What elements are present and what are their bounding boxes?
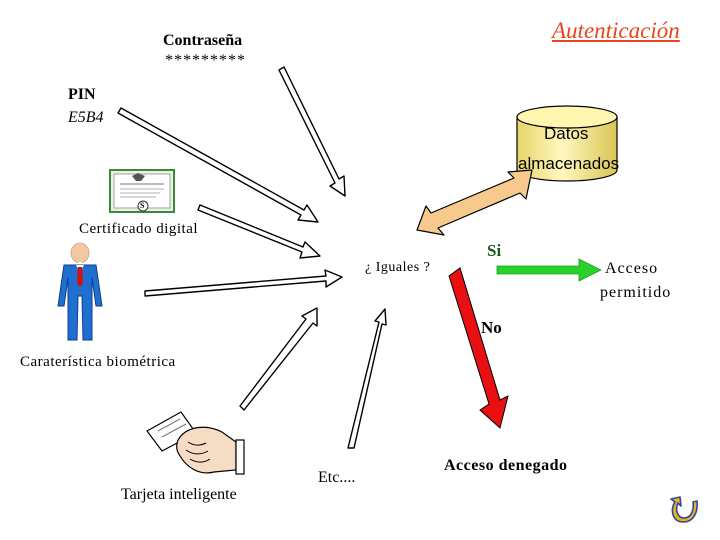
return-icon[interactable] bbox=[668, 496, 702, 524]
certificate-seal: S bbox=[140, 201, 145, 210]
input-arrows bbox=[117, 66, 387, 449]
stored-data-line1: Datos bbox=[544, 124, 589, 143]
access-denied-label: Acceso denegado bbox=[444, 457, 568, 474]
yes-label: Si bbox=[487, 241, 502, 260]
no-label: No bbox=[481, 318, 502, 337]
stored-data-line2: almacenados bbox=[518, 154, 620, 173]
hand-card-icon bbox=[146, 411, 245, 475]
double-arrow bbox=[416, 169, 533, 236]
password-label: Contraseña bbox=[163, 32, 243, 49]
person-icon bbox=[57, 242, 103, 341]
smartcard-arrow bbox=[239, 307, 318, 411]
pin-value: E5B4 bbox=[68, 109, 104, 126]
no-arrow bbox=[448, 267, 509, 429]
pin-label: PIN bbox=[68, 86, 96, 103]
access-granted-line2: permitido bbox=[600, 284, 672, 301]
smartcard-label: Tarjeta inteligente bbox=[121, 486, 237, 503]
password-arrow bbox=[278, 66, 346, 197]
compare-label: ¿ Iguales ? bbox=[365, 260, 431, 275]
biometric-arrow bbox=[144, 269, 343, 297]
biometric-label: Caraterística biométrica bbox=[20, 354, 176, 370]
etc-label: Etc.... bbox=[318, 469, 356, 486]
yes-arrow bbox=[496, 258, 602, 282]
slide-title: Autenticación bbox=[552, 18, 680, 43]
certificate-label: Certificado digital bbox=[79, 221, 199, 237]
etc-arrow bbox=[347, 308, 387, 449]
certificate-arrow bbox=[197, 204, 321, 259]
certificate-icon bbox=[109, 169, 175, 213]
pin-arrow bbox=[117, 107, 319, 223]
access-granted-line1: Acceso bbox=[605, 260, 659, 277]
password-value: ********* bbox=[165, 52, 246, 69]
